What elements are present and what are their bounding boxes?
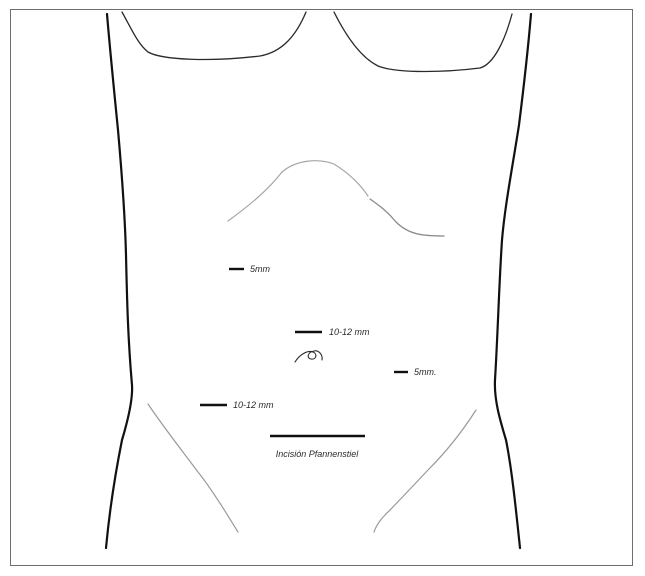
inguinal-line-right <box>374 410 476 532</box>
port-label-lower-left: 10-12 mm <box>233 400 274 410</box>
costal-margin-left <box>228 161 368 221</box>
shoulders-outline-right <box>334 12 512 72</box>
costal-margin-right <box>370 199 444 236</box>
port-label-upper-left: 5mm <box>250 264 271 274</box>
port-label-right: 5mm. <box>414 367 437 377</box>
shoulders-outline <box>122 12 306 59</box>
torso-left-edge <box>106 14 132 548</box>
torso-right-edge <box>495 14 531 548</box>
pfannenstiel-label: Incisión Pfannenstiel <box>276 449 360 459</box>
port-label-umbilical: 10-12 mm <box>329 327 370 337</box>
inguinal-line-left <box>148 404 238 532</box>
navel <box>295 351 322 362</box>
